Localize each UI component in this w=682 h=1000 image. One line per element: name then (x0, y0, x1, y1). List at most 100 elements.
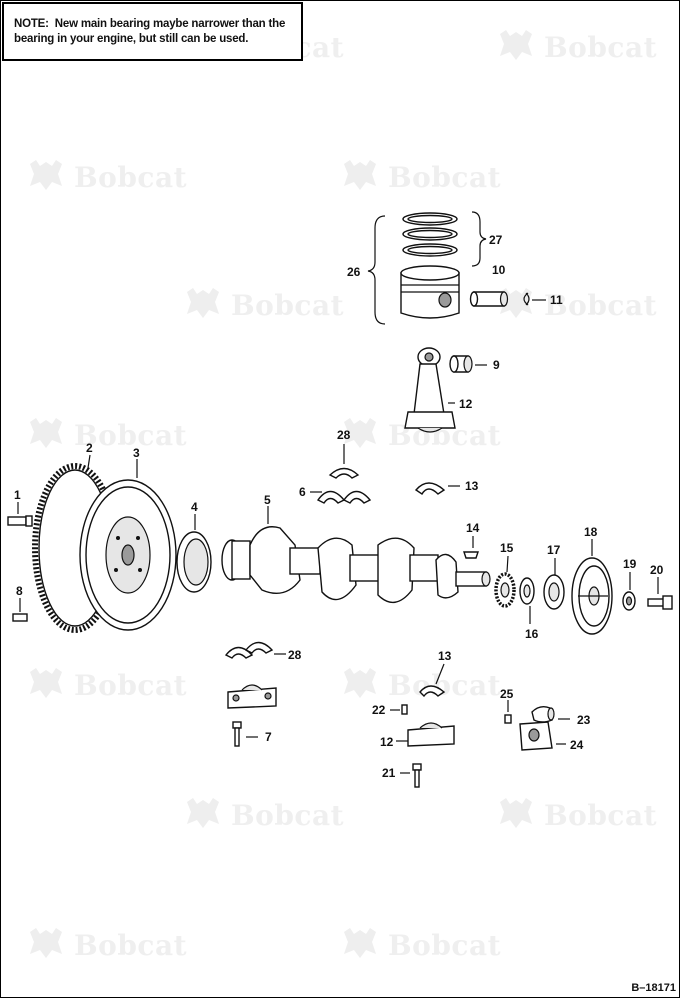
watermark-brand-text: Bobcat (544, 289, 658, 322)
callout-18: 18 (584, 525, 598, 539)
callout-28a: 28 (337, 428, 351, 442)
small-end-bushing (449, 355, 473, 373)
bobcat-logo-icon (498, 798, 534, 833)
watermark-brand-text: Bobcat (74, 669, 188, 702)
main-bearing-shell-upper (414, 482, 446, 495)
bobcat-logo-icon (28, 928, 64, 963)
rear-oil-seal (176, 531, 212, 593)
circlip (523, 292, 530, 306)
conrod-nut (401, 704, 408, 715)
callout-20: 20 (650, 563, 664, 577)
callout-24: 24 (570, 738, 584, 752)
conrod-bearing-shells (316, 467, 372, 504)
flywheel (79, 479, 177, 631)
pulley-washer (622, 591, 636, 611)
crankshaft (221, 526, 491, 603)
bobcat-watermark: Bobcat (498, 30, 657, 65)
callout-9: 9 (493, 358, 500, 372)
conrod-bolt (412, 763, 422, 788)
watermark-brand-text: Bobcat (544, 799, 658, 832)
callout-12a: 12 (459, 397, 473, 411)
callout-6: 6 (299, 485, 306, 499)
watermark-brand-text: Bobcat (388, 929, 502, 962)
note-text: New main bearing maybe narrower than the… (14, 18, 286, 45)
callout-23: 23 (577, 713, 591, 727)
bobcat-logo-icon (342, 928, 378, 963)
watermark-brand-text: Bobcat (388, 161, 502, 194)
callout-28b: 28 (288, 648, 302, 662)
callout-21: 21 (382, 766, 396, 780)
main-bearing-cap-bolt (232, 721, 242, 747)
bobcat-watermark: Bobcat (342, 668, 501, 703)
callout-27: 27 (489, 233, 503, 247)
crankshaft-pulley (571, 557, 613, 635)
pin-25 (504, 714, 512, 724)
callout-2: 2 (86, 441, 93, 455)
callout-7: 7 (265, 730, 272, 744)
watermark-brand-text: Bobcat (74, 161, 188, 194)
watermark-brand-text: Bobcat (544, 31, 658, 64)
bobcat-logo-icon (342, 418, 378, 453)
bobcat-watermark: Bobcat (185, 798, 344, 833)
main-bearing-shells-lower (224, 641, 274, 659)
woodruff-key (463, 551, 479, 559)
callout-1: 1 (14, 488, 21, 502)
connecting-rod (404, 347, 456, 433)
main-bearing-shell-lower (419, 685, 446, 698)
watermark-brand-text: Bobcat (231, 799, 345, 832)
bobcat-watermark: Bobcat (498, 288, 657, 323)
brace-27 (471, 211, 487, 267)
callout-15: 15 (500, 541, 514, 555)
watermark-brand-text: Bobcat (74, 929, 188, 962)
figure-reference: B–18171 (631, 982, 676, 994)
bobcat-logo-icon (28, 668, 64, 703)
callout-26: 26 (347, 265, 361, 279)
watermark-brand-text: Bobcat (388, 669, 502, 702)
callout-19: 19 (623, 557, 637, 571)
note-box: NOTE: New main bearing maybe narrower th… (2, 2, 303, 61)
watermark-brand-text: Bobcat (231, 289, 345, 322)
bobcat-logo-icon (28, 418, 64, 453)
callout-13b: 13 (438, 649, 452, 663)
bobcat-watermark: Bobcat (28, 928, 187, 963)
callout-16: 16 (525, 627, 539, 641)
piston-pin (469, 291, 509, 307)
bobcat-logo-icon (185, 288, 221, 323)
callout-13a: 13 (465, 479, 479, 493)
flywheel-bolt (7, 515, 33, 527)
bobcat-watermark: Bobcat (498, 798, 657, 833)
bobcat-watermark: Bobcat (28, 418, 187, 453)
bobcat-watermark: Bobcat (28, 668, 187, 703)
bobcat-watermark: Bobcat (342, 160, 501, 195)
crankshaft-gear (494, 572, 516, 608)
note-label: NOTE: (14, 18, 49, 30)
callout-8: 8 (16, 584, 23, 598)
bobcat-logo-icon (498, 288, 534, 323)
dowel-pin (12, 613, 28, 622)
bobcat-watermark: Bobcat (342, 928, 501, 963)
oil-jet-nozzle (531, 705, 555, 723)
bobcat-logo-icon (342, 668, 378, 703)
bobcat-watermark: Bobcat (28, 160, 187, 195)
callout-25: 25 (500, 687, 514, 701)
piston (400, 265, 460, 319)
bobcat-logo-icon (185, 798, 221, 833)
callout-22: 22 (372, 703, 386, 717)
callout-4: 4 (191, 500, 198, 514)
pulley-bolt (647, 595, 673, 610)
bobcat-logo-icon (28, 160, 64, 195)
thrust-collar (519, 577, 535, 605)
rear-seal-housing (519, 721, 553, 751)
watermark-brand-text: Bobcat (74, 419, 188, 452)
front-oil-seal (543, 574, 565, 610)
brace-26 (367, 215, 386, 325)
callout-14: 14 (466, 521, 480, 535)
conrod-cap (407, 722, 455, 747)
piston-rings (402, 212, 458, 257)
callout-11: 11 (550, 293, 563, 307)
callout-12b: 12 (380, 735, 394, 749)
bobcat-logo-icon (342, 160, 378, 195)
callout-10: 10 (492, 263, 506, 277)
